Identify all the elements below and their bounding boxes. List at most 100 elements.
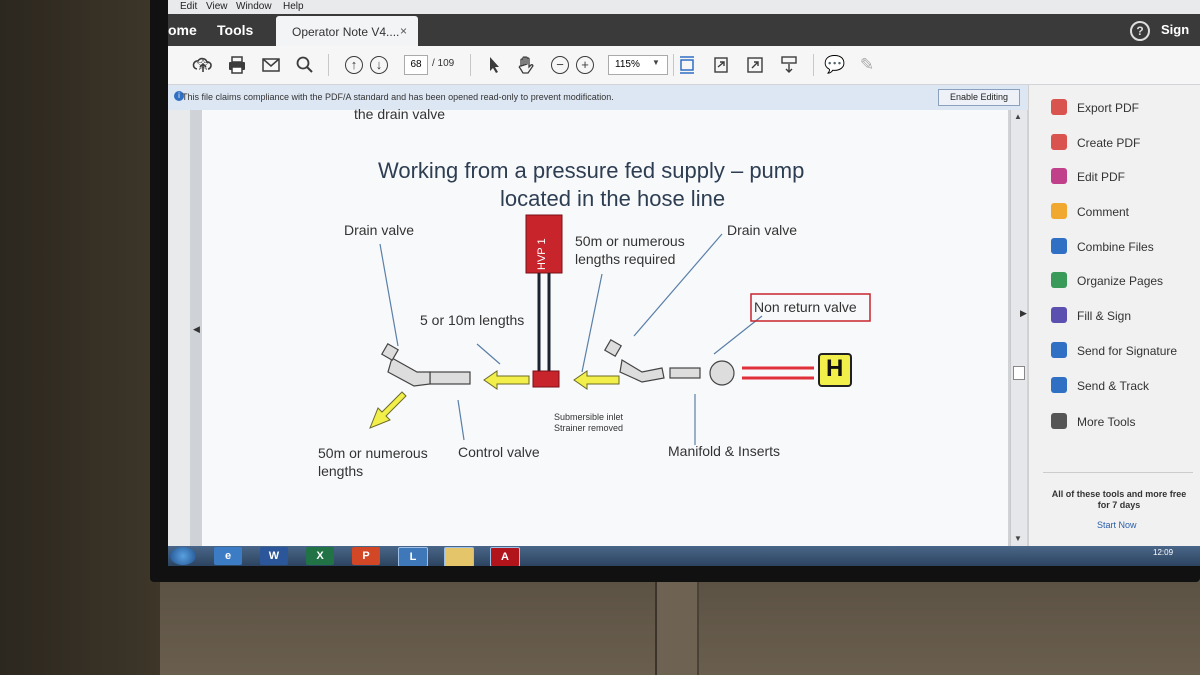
vertical-scrollbar[interactable]: ▲ ▼ — [1010, 110, 1027, 546]
tool-label: Organize Pages — [1077, 274, 1164, 288]
tools-pane: Export PDF⌄Create PDF⌄Edit PDF⌄Comment⌄C… — [1028, 85, 1200, 546]
previous-page-icon[interactable]: ↑ — [345, 56, 363, 74]
send-track-icon — [1051, 377, 1067, 393]
lync-icon[interactable]: L — [398, 547, 428, 566]
toolbar-separator — [470, 54, 471, 76]
full-screen-icon[interactable] — [744, 54, 766, 76]
tool-export-pdf[interactable]: Export PDF⌄ — [1051, 97, 1200, 119]
submersible-inlet — [532, 370, 560, 388]
menu-view[interactable]: View — [206, 1, 228, 12]
info-icon: i — [174, 91, 184, 101]
sign-button[interactable]: Sign — [1161, 22, 1190, 37]
tool-label: Comment — [1077, 205, 1130, 219]
tool-label: Export PDF — [1077, 101, 1140, 115]
create-pdf-icon — [1051, 134, 1067, 150]
label-pump: HVP 1 — [536, 238, 548, 270]
tool-label: Fill & Sign — [1077, 309, 1132, 323]
label-submersible: Submersible inlet Strainer removed — [554, 412, 624, 433]
help-icon[interactable]: ? — [1130, 21, 1150, 41]
edit-pdf-icon — [1051, 168, 1067, 184]
start-button-icon[interactable] — [170, 547, 196, 565]
zoom-in-icon[interactable]: + — [576, 56, 594, 74]
scroll-thumb[interactable] — [1013, 366, 1025, 380]
tool-more-tools[interactable]: More Tools — [1051, 411, 1200, 433]
scroll-mode-icon[interactable] — [778, 54, 800, 76]
expand-left-pane-icon[interactable]: ◀ — [193, 324, 200, 334]
fit-page-icon[interactable] — [676, 54, 698, 76]
tab-tools[interactable]: Tools — [217, 22, 254, 38]
collapse-right-pane-icon[interactable]: ▶ — [1020, 308, 1027, 318]
label-hose-lengths: 5 or 10m lengths — [420, 312, 525, 328]
tool-fill-sign[interactable]: Fill & Sign⌄ — [1051, 305, 1200, 327]
toolbar-separator — [673, 54, 674, 76]
tool-label: Send for Signature — [1077, 344, 1178, 358]
tool-label: More Tools — [1077, 415, 1136, 429]
menu-edit[interactable]: Edit — [180, 1, 198, 12]
label-numerous-lengths: 50m or numerous lengths — [318, 445, 428, 479]
comment-icon — [1051, 203, 1067, 219]
screen: Edit View Window Help ome Tools Operator… — [168, 0, 1200, 566]
slide-title-line2: located in the hose line — [500, 186, 726, 211]
tab-home[interactable]: ome — [168, 22, 197, 38]
rotate-page-icon[interactable] — [710, 54, 732, 76]
upload-cloud-icon[interactable] — [192, 54, 214, 76]
more-tools-icon — [1051, 413, 1067, 429]
pen-icon[interactable]: ✎ — [859, 55, 875, 74]
menu-bar: Edit View Window Help — [168, 0, 1200, 14]
enable-editing-button[interactable]: Enable Editing — [938, 89, 1020, 106]
chevron-down-icon[interactable]: ▼ — [652, 58, 660, 67]
close-icon[interactable]: × — [400, 24, 408, 38]
label-manifold: Manifold & Inserts — [668, 443, 781, 459]
label-drain-valve-right: Drain valve — [727, 222, 798, 238]
tab-document-label: Operator Note V4.... — [292, 25, 400, 39]
tool-label: Combine Files — [1077, 240, 1154, 254]
mail-icon[interactable] — [260, 54, 282, 76]
word-icon[interactable]: W — [260, 547, 288, 565]
tool-label: Edit PDF — [1077, 170, 1126, 184]
select-cursor-icon[interactable] — [483, 54, 505, 76]
next-page-icon[interactable]: ↓ — [370, 56, 388, 74]
notification-text: This file claims compliance with the PDF… — [182, 92, 614, 102]
combine-files-icon — [1051, 238, 1067, 254]
tool-label: Send & Track — [1077, 379, 1150, 393]
pdfa-notification-bar: i This file claims compliance with the P… — [168, 85, 1028, 111]
tab-bar: ome Tools Operator Note V4.... × ? Sign — [168, 14, 1200, 46]
tool-send-for-signature[interactable]: Send for Signature⌄ — [1051, 340, 1200, 362]
clock: 12:09 — [1153, 548, 1174, 557]
divider — [1043, 472, 1193, 473]
tool-combine-files[interactable]: Combine Files⌄ — [1051, 236, 1200, 258]
tool-comment[interactable]: Comment⌄ — [1051, 201, 1200, 223]
hydrant-box — [818, 353, 852, 387]
excel-icon[interactable]: X — [306, 547, 334, 565]
hose-diagram — [369, 214, 871, 445]
hand-tool-icon[interactable] — [515, 54, 537, 76]
promo-text: All of these tools and more free for 7 d… — [1051, 489, 1187, 510]
page-number-input[interactable]: 68 — [404, 55, 428, 75]
zoom-out-icon[interactable]: − — [551, 56, 569, 74]
label-hydrant: H — [826, 355, 844, 382]
menu-window[interactable]: Window — [236, 1, 272, 12]
tool-organize-pages[interactable]: Organize Pages⌄ — [1051, 270, 1200, 292]
acrobat-icon[interactable]: A — [490, 547, 520, 566]
print-icon[interactable] — [226, 54, 248, 76]
menu-help[interactable]: Help — [283, 1, 304, 12]
background-wall-left — [0, 0, 160, 675]
windows-taskbar: e W X P L A 12:09 — [168, 546, 1200, 566]
tool-create-pdf[interactable]: Create PDF⌄ — [1051, 132, 1200, 154]
ie-icon[interactable]: e — [214, 547, 242, 565]
zoom-level-select[interactable]: 115% — [608, 55, 668, 75]
pdf-page: the drain valve Working from a pressure … — [202, 106, 1008, 546]
partial-text: the drain valve — [354, 106, 446, 122]
file-explorer-icon[interactable] — [444, 547, 474, 566]
left-navigation-pane[interactable] — [168, 110, 190, 546]
tool-send-track[interactable]: Send & Track⌄ — [1051, 375, 1200, 397]
comment-icon[interactable]: 💬 — [824, 55, 846, 74]
scroll-up-icon[interactable]: ▲ — [1014, 112, 1022, 121]
label-non-return-valve: Non return valve — [754, 299, 857, 315]
start-now-link[interactable]: Start Now — [1097, 520, 1137, 530]
scroll-down-icon[interactable]: ▼ — [1014, 534, 1022, 543]
tool-edit-pdf[interactable]: Edit PDF⌄ — [1051, 166, 1200, 188]
tab-document[interactable]: Operator Note V4.... × — [276, 16, 418, 46]
powerpoint-icon[interactable]: P — [352, 547, 380, 565]
search-icon[interactable] — [294, 54, 316, 76]
